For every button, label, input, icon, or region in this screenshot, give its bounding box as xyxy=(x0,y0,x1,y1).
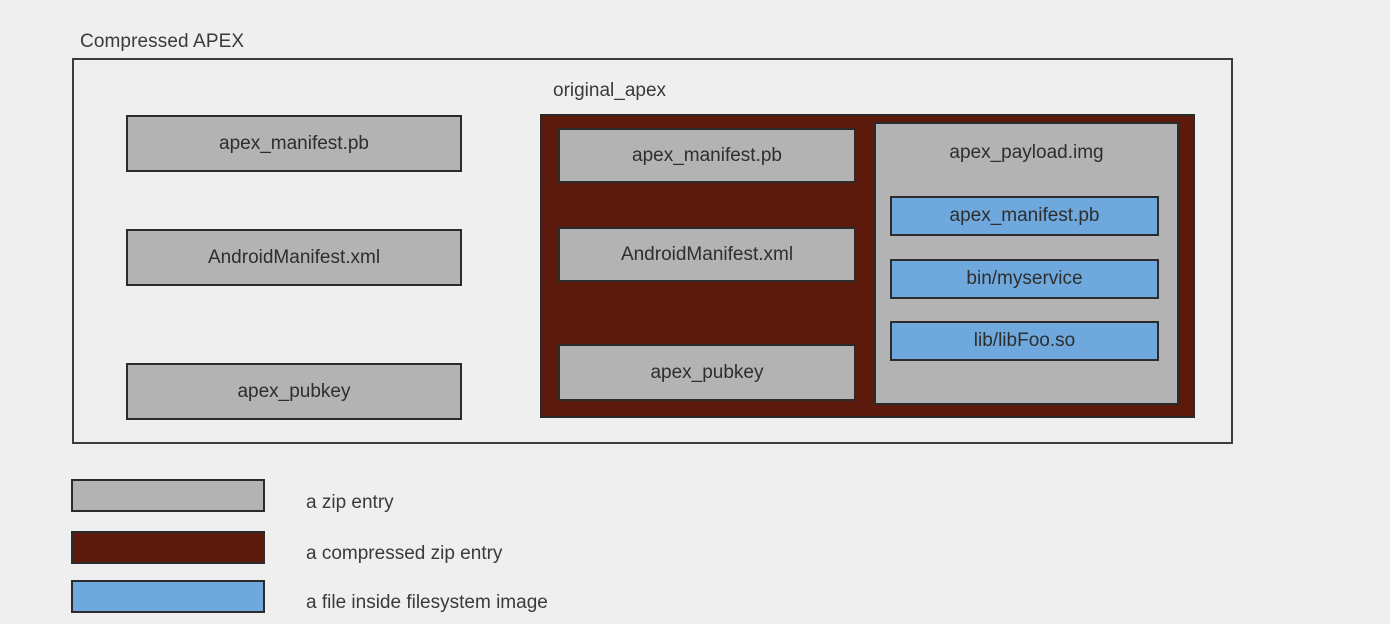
fs-file-bin-myservice: bin/myservice xyxy=(890,259,1159,299)
original-apex-zip-entry-apex-pubkey: apex_pubkey xyxy=(558,344,856,401)
legend-label-zip-entry: a zip entry xyxy=(306,492,394,513)
legend-swatch-compressed-zip-entry xyxy=(71,531,265,564)
zip-entry-apex-manifest-pb: apex_manifest.pb xyxy=(126,115,462,172)
legend-swatch-zip-entry xyxy=(71,479,265,512)
original-apex-zip-entry-android-manifest-xml: AndroidManifest.xml xyxy=(558,227,856,282)
legend-label-compressed-zip-entry: a compressed zip entry xyxy=(306,543,503,564)
legend-label-filesystem-file: a file inside filesystem image xyxy=(306,592,548,613)
zip-entry-android-manifest-xml: AndroidManifest.xml xyxy=(126,229,462,286)
legend-swatch-filesystem-file xyxy=(71,580,265,613)
original-apex-label: original_apex xyxy=(553,80,667,101)
original-apex-zip-entry-apex-manifest-pb: apex_manifest.pb xyxy=(558,128,856,183)
compressed-apex-label: Compressed APEX xyxy=(80,31,245,52)
apex-payload-img-label: apex_payload.img xyxy=(949,142,1104,163)
zip-entry-apex-pubkey: apex_pubkey xyxy=(126,363,462,420)
fs-file-apex-manifest-pb: apex_manifest.pb xyxy=(890,196,1159,236)
fs-file-lib-libfoo-so: lib/libFoo.so xyxy=(890,321,1159,361)
